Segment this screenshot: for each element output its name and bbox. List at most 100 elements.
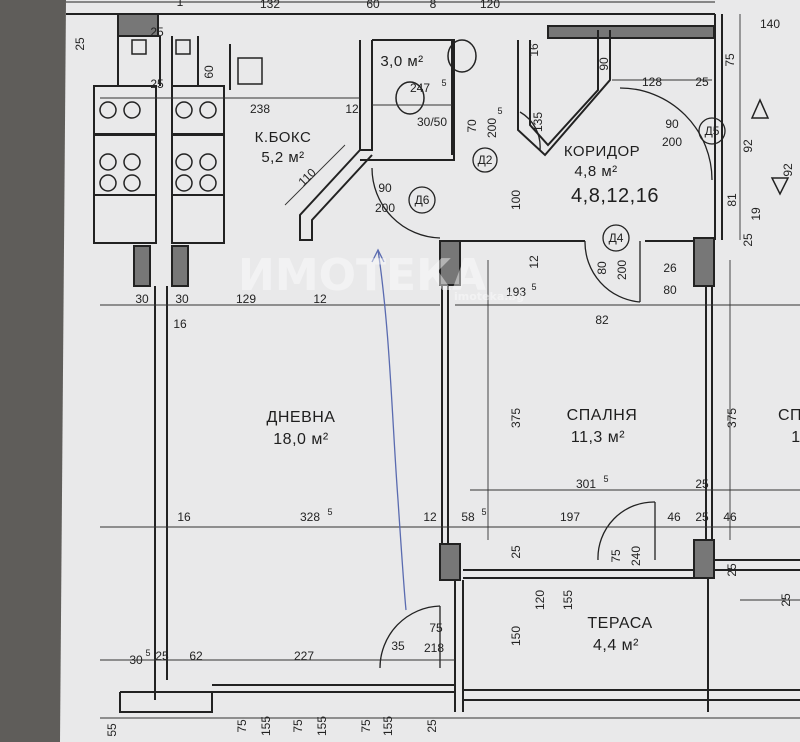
dim-227: 227 [294, 649, 314, 663]
dim-193-sup: 5 [531, 282, 536, 292]
dim-247-sup: 5 [441, 78, 446, 88]
bedroom2-name: СП [778, 407, 800, 424]
dim-16b: 16 [173, 317, 187, 331]
dim-25b: 25 [150, 77, 164, 91]
dim-140: 140 [760, 17, 780, 31]
dim-62: 62 [189, 649, 203, 663]
bottom-155c: 155 [381, 716, 395, 736]
window-a-w: 120 [533, 590, 547, 610]
dim-26: 26 [663, 261, 677, 275]
dim-128: 128 [642, 75, 662, 89]
level-marker-down [770, 177, 790, 196]
door-swings [371, 87, 713, 669]
bottom-155b: 155 [315, 716, 329, 736]
dim-90: 90 [597, 57, 611, 71]
dim-60b: 60 [202, 65, 216, 79]
dim-top-60: 60 [366, 0, 380, 11]
bedroom-area: 11,3 м² [571, 429, 625, 446]
dim-129: 129 [236, 292, 256, 306]
dim-25i: 25 [155, 649, 169, 663]
bottom-75b: 75 [291, 719, 305, 733]
dim-46b: 46 [723, 510, 737, 524]
door-d4-id: Д4 [609, 231, 624, 245]
walls [66, 1, 800, 713]
dim-25a: 25 [695, 75, 709, 89]
paper-sheet [60, 0, 800, 742]
dim-247: 247 [410, 81, 430, 95]
dim-25h: 25 [779, 593, 793, 607]
door-d6-w: 90 [378, 181, 392, 195]
dim-top-132: 132 [260, 0, 280, 11]
terrace-door-h: 240 [629, 546, 643, 566]
terrace-name: ТЕРАСА [587, 615, 652, 632]
dim-375a: 375 [509, 408, 523, 428]
door-d6-id: Д6 [415, 193, 430, 207]
corridor-area: 4,8 м² [574, 163, 617, 180]
dim-19: 19 [749, 207, 763, 221]
dim-80: 80 [663, 283, 677, 297]
dim-top-120: 120 [480, 0, 500, 11]
terrace-door-w: 75 [609, 549, 623, 563]
living-area: 18,0 м² [273, 431, 329, 448]
bottom-55: 55 [105, 723, 119, 737]
door-d4-w: 80 [595, 261, 609, 275]
bottom-25: 25 [425, 719, 439, 733]
fixtures [99, 39, 477, 192]
dim-25g: 25 [725, 563, 739, 577]
door-d5-id: Д5 [705, 124, 720, 138]
door-d2-id: Д2 [478, 153, 493, 167]
door-d2-w: 70 [465, 119, 479, 133]
dim-30b: 30 [175, 292, 189, 306]
dim-197: 197 [560, 510, 580, 524]
dim-375b: 375 [725, 408, 739, 428]
watermark-logo: ИМОТЕКА [238, 250, 486, 301]
dim-82: 82 [595, 313, 609, 327]
bedroom-name: СПАЛНЯ [567, 407, 638, 424]
corridor-sum: 4,8,12,16 [571, 185, 659, 207]
dim-58: 58 [461, 510, 475, 524]
dim-25c: 25 [741, 233, 755, 247]
bedroom2-area: 1 [791, 429, 800, 446]
dimension-lines [100, 14, 800, 719]
terrace-area: 4,4 м² [593, 637, 639, 654]
dim-100: 100 [509, 190, 523, 210]
dim-3050: 30/50 [417, 115, 447, 129]
dim-35: 35 [391, 639, 405, 653]
living-name: ДНЕВНА [267, 409, 336, 426]
bottom-75c: 75 [359, 719, 373, 733]
dim-25d: 25 [695, 510, 709, 524]
bottom-75a: 75 [235, 719, 249, 733]
dim-75: 75 [723, 53, 737, 67]
corridor-name: КОРИДОР [564, 143, 640, 160]
door-d6-h: 200 [375, 201, 395, 215]
dim-16c: 16 [177, 510, 191, 524]
dim-16a: 16 [527, 43, 541, 57]
door-d5-h: 200 [662, 135, 682, 149]
dim-12c: 12 [313, 292, 327, 306]
dim-12a: 12 [345, 102, 359, 116]
dim-301: 301 [576, 477, 596, 491]
dim-92b: 92 [781, 163, 795, 177]
dim-193: 193 [506, 285, 526, 299]
dim-25f: 25 [509, 545, 523, 559]
level-marker-up [750, 98, 770, 119]
dim-top-1: 1 [177, 0, 184, 9]
dim-301-sup: 5 [603, 474, 608, 484]
dim-46a: 46 [667, 510, 681, 524]
bottom-155a: 155 [259, 716, 273, 736]
dim-150: 150 [509, 626, 523, 646]
bath-area: 3,0 м² [380, 53, 423, 70]
dim-25e: 25 [695, 477, 709, 491]
dim-30-5: 30 [129, 653, 143, 667]
dim-30-5-sup: 5 [145, 648, 150, 658]
dim-58-sup: 5 [481, 507, 486, 517]
dim-30a: 30 [135, 292, 149, 306]
living-door-w: 75 [429, 621, 443, 635]
dim-top-8: 8 [430, 0, 437, 11]
dim-5: 5 [497, 106, 502, 116]
kitchen-area: 5,2 м² [261, 149, 304, 166]
door-tags [408, 117, 726, 252]
door-d2-h: 200 [485, 118, 499, 138]
dim-25left: 25 [73, 37, 87, 51]
